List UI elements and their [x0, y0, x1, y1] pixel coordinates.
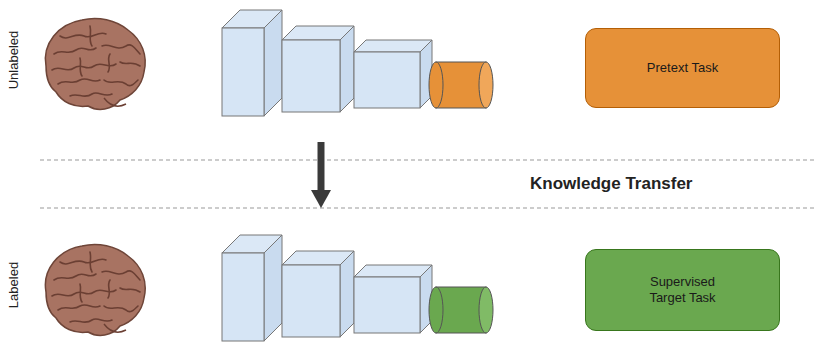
task-label: Pretext Task [647, 60, 718, 76]
row-label: Labeled [6, 262, 21, 308]
network-top [222, 10, 493, 116]
row-label: Unlabeled [6, 31, 21, 90]
brain-unlabeled [45, 18, 145, 109]
transfer-arrow [311, 142, 331, 208]
target-task-box: Supervised Target Task [585, 249, 780, 331]
section-label: Knowledge Transfer [530, 174, 692, 194]
task-label: Supervised Target Task [635, 274, 731, 307]
pretext-task-box: Pretext Task [585, 28, 780, 108]
brain-labeled [45, 244, 145, 335]
dashed-divider [40, 160, 817, 161]
network-bottom [222, 235, 493, 341]
dashed-divider [40, 208, 817, 209]
